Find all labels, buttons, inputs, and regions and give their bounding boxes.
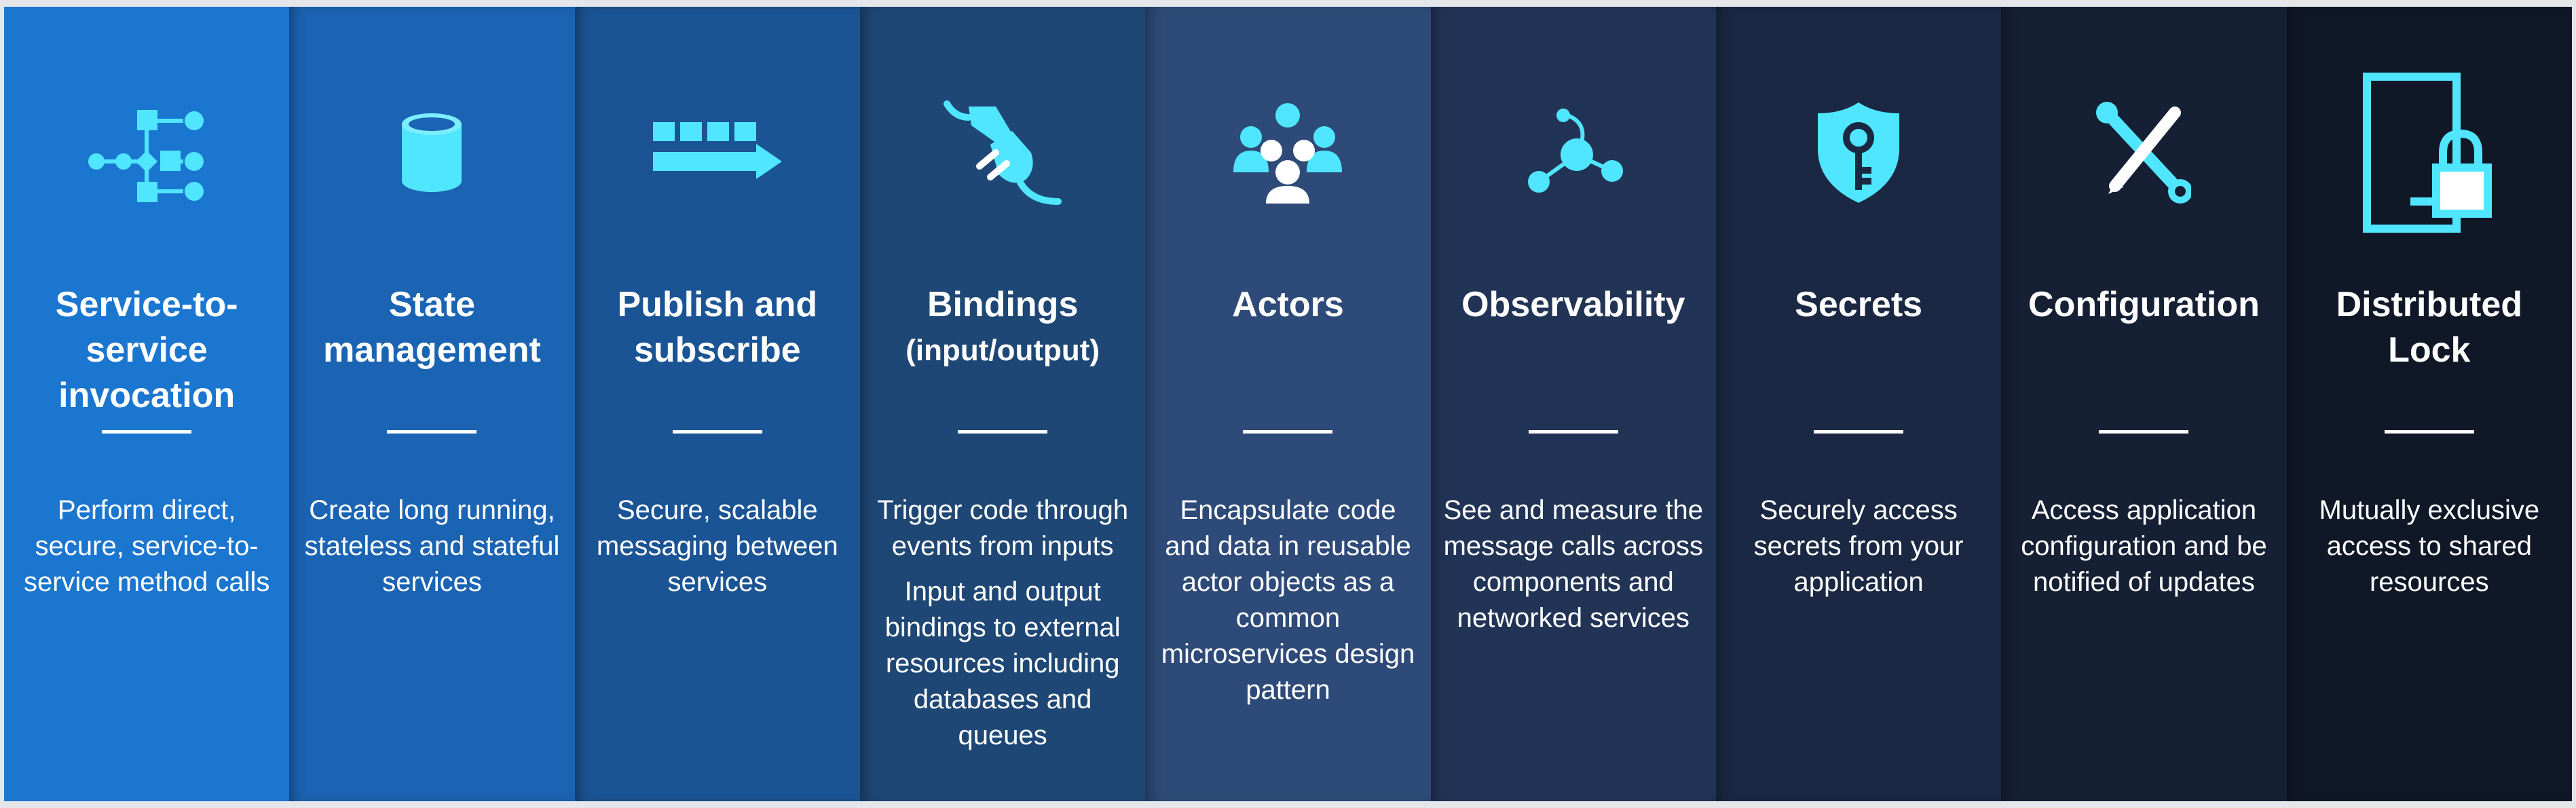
block-description: Create long running, stateless and state…	[304, 495, 560, 597]
block-description: Access application configuration and be …	[2021, 495, 2267, 597]
divider	[958, 430, 1048, 434]
column-configuration: Configuration Access application configu…	[2001, 7, 2287, 801]
divider	[1814, 430, 1904, 434]
column-service-invocation: Service-to-service invocation Perform di…	[4, 7, 290, 801]
column-publish-subscribe: Publish and subscribe Secure, scalable m…	[574, 7, 860, 801]
service-invocation-icon	[72, 75, 221, 231]
divider	[102, 430, 192, 434]
divider	[2099, 430, 2189, 434]
divider	[1528, 430, 1618, 434]
block-title: Bindings (input/output)	[906, 285, 1100, 367]
block-title: State management	[323, 285, 541, 370]
column-observability: Observability See and measure the messag…	[1430, 7, 1716, 801]
column-secrets: Secrets Securely access secrets from you…	[1715, 7, 2002, 801]
block-description: Perform direct, secure, service-to-servi…	[23, 495, 270, 597]
database-icon	[357, 75, 506, 231]
plug-icon	[928, 75, 1077, 231]
column-bindings: Bindings (input/output) Trigger code thr…	[859, 7, 1146, 801]
divider	[1243, 430, 1333, 434]
block-description: Securely access secrets from your applic…	[1753, 495, 1964, 597]
block-title: Configuration	[2028, 285, 2260, 324]
block-description: Secure, scalable messaging between servi…	[596, 495, 838, 597]
column-distributed-lock: Distributed Lock Mutually exclusive acce…	[2286, 7, 2572, 801]
block-title: Secrets	[1795, 285, 1923, 324]
block-title: Actors	[1232, 285, 1344, 324]
block-description: Mutually exclusive access to shared reso…	[2319, 495, 2540, 597]
block-title: Observability	[1461, 285, 1685, 324]
block-title: Publish and subscribe	[617, 285, 818, 370]
block-description: See and measure the message calls across…	[1443, 495, 1704, 633]
divider	[2384, 430, 2474, 434]
column-actors: Actors Encapsulate code and data in reus…	[1145, 7, 1431, 801]
column-state-management: State management Create long running, st…	[289, 7, 575, 801]
block-title: Distributed Lock	[2336, 285, 2523, 370]
wrench-pencil-icon	[2069, 75, 2218, 231]
block-description: Trigger code through events from inputs …	[877, 495, 1129, 750]
block-title: Service-to-service invocation	[55, 285, 238, 415]
block-description: Encapsulate code and data in reusable ac…	[1161, 495, 1415, 705]
door-lock-icon	[2355, 73, 2504, 233]
message-queue-icon	[643, 75, 792, 231]
people-group-icon	[1213, 75, 1362, 231]
building-blocks-panel: Service-to-service invocation Perform di…	[4, 7, 2572, 801]
shield-key-icon	[1784, 75, 1933, 231]
divider	[387, 430, 477, 434]
divider	[672, 430, 762, 434]
network-nodes-icon	[1499, 75, 1648, 231]
